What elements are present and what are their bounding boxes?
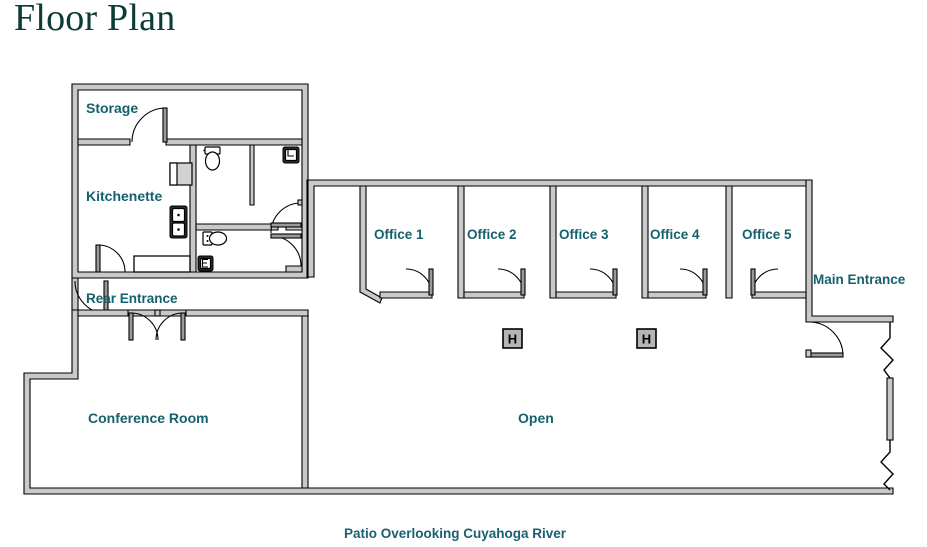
main-entrance-door-leaf: [808, 352, 844, 358]
wall-bath-divider-vertical: [249, 144, 255, 206]
office-3-door-leaf: [612, 268, 618, 296]
conference-door-left-leaf: [128, 312, 134, 341]
label-main-entrance: Main Entrance: [813, 272, 906, 287]
bath-lower-door-arc: [270, 235, 302, 267]
wall-bath-divider-horizontal: [195, 223, 279, 231]
room-label-office-3: Office 3: [559, 227, 609, 242]
wall-office-1-left: [359, 185, 383, 304]
wall-storage-bottom-right: [165, 138, 303, 146]
caption-patio: Patio Overlooking Cuyahoga River: [344, 526, 567, 541]
refrigerator: [169, 162, 193, 186]
wall-conference-top-right: [185, 309, 309, 317]
wall-main-entrance-jog: [805, 179, 894, 323]
main-entrance-jamb: [805, 349, 812, 358]
room-label-office-1: Office 1: [374, 227, 424, 242]
wall-corridor-jamb-upper: [297, 199, 303, 206]
conference-door-right-leaf: [180, 312, 186, 341]
page-title: Floor Plan: [14, 0, 176, 39]
kitchenette-exit-door: [95, 244, 126, 273]
wall-right-segment: [886, 377, 894, 441]
main-entrance-door: [805, 321, 844, 358]
storage-door-arc: [131, 107, 167, 143]
wall-office-4-bottom: [647, 291, 707, 299]
storage-door-leaf: [162, 107, 168, 143]
wall-fixture-lower: [197, 255, 214, 272]
conference-door-center-jamb: [154, 309, 161, 317]
room-label-open: Open: [518, 410, 554, 426]
room-label-kitchenette: Kitchenette: [86, 188, 162, 204]
wall-office-2-bottom: [463, 291, 525, 299]
conference-door-left-arc: [130, 312, 159, 341]
main-entrance-door-arc: [808, 321, 844, 357]
wall-office-1-2-partition: [457, 185, 465, 299]
wall-corridor-lower: [285, 265, 303, 273]
office-4-door-arc: [679, 268, 707, 296]
kitchen-sink: [169, 205, 188, 239]
room-kitchenette: Kitchenette: [86, 144, 197, 273]
office-2-door-arc: [497, 268, 525, 296]
office-1-door-arc: [405, 268, 433, 296]
office-3-door-arc: [589, 268, 617, 296]
wall-conference-right: [301, 315, 309, 489]
offices-block: Office 1 Office 2 Office 3 Office 4 Offi…: [359, 185, 807, 304]
wall-office-1-bottom: [379, 291, 433, 299]
room-label-office-4: Office 4: [650, 227, 700, 242]
room-label-office-5: Office 5: [742, 227, 792, 242]
wall-office-3-bottom: [555, 291, 617, 299]
room-label-office-2: Office 2: [467, 227, 517, 242]
wall-office-4-5-partition: [725, 185, 733, 299]
room-label-storage: Storage: [86, 100, 138, 116]
wall-office-5-bottom: [751, 291, 807, 299]
bath-upper-door-arc: [270, 202, 302, 234]
toilet-lower: [208, 231, 228, 246]
wall-office-3-4-partition: [641, 185, 649, 299]
toilet-upper: [203, 146, 221, 171]
column-marker-right-glyph: H: [642, 332, 651, 347]
office-1-door-leaf: [428, 268, 434, 296]
bath-lower-door-leaf: [270, 233, 302, 239]
wall-office-2-3-partition: [549, 185, 557, 299]
column-marker-left: H: [502, 328, 523, 349]
label-rear-entrance: Rear Entrance: [86, 291, 178, 306]
restrooms: [195, 144, 303, 273]
wall-lower-block: [23, 309, 894, 495]
wall-storage-bottom: [77, 138, 131, 146]
office-5-door-leaf: [750, 268, 756, 296]
room-open-area: Open: [518, 410, 554, 426]
room-storage: Storage: [77, 100, 303, 146]
column-marker-left-glyph: H: [508, 332, 517, 347]
kitchen-counter: [133, 255, 191, 273]
break-line-lower: [880, 440, 894, 491]
room-label-conference: Conference Room: [88, 410, 209, 426]
column-marker-right: H: [636, 328, 657, 349]
room-conference: Conference Room: [77, 309, 309, 489]
conference-door-right-arc: [155, 312, 184, 341]
break-lines-right-wall: [880, 322, 894, 491]
office-2-door-leaf: [520, 268, 526, 296]
wall-conference-top-left: [77, 309, 129, 317]
office-5-door-arc: [751, 268, 779, 296]
office-4-door-leaf: [702, 268, 708, 296]
kitchenette-exit-door-leaf: [95, 244, 101, 273]
wall-fixture-upper: [282, 146, 300, 164]
kitchenette-exit-door-arc: [97, 244, 126, 273]
bath-upper-door-leaf: [270, 222, 302, 228]
